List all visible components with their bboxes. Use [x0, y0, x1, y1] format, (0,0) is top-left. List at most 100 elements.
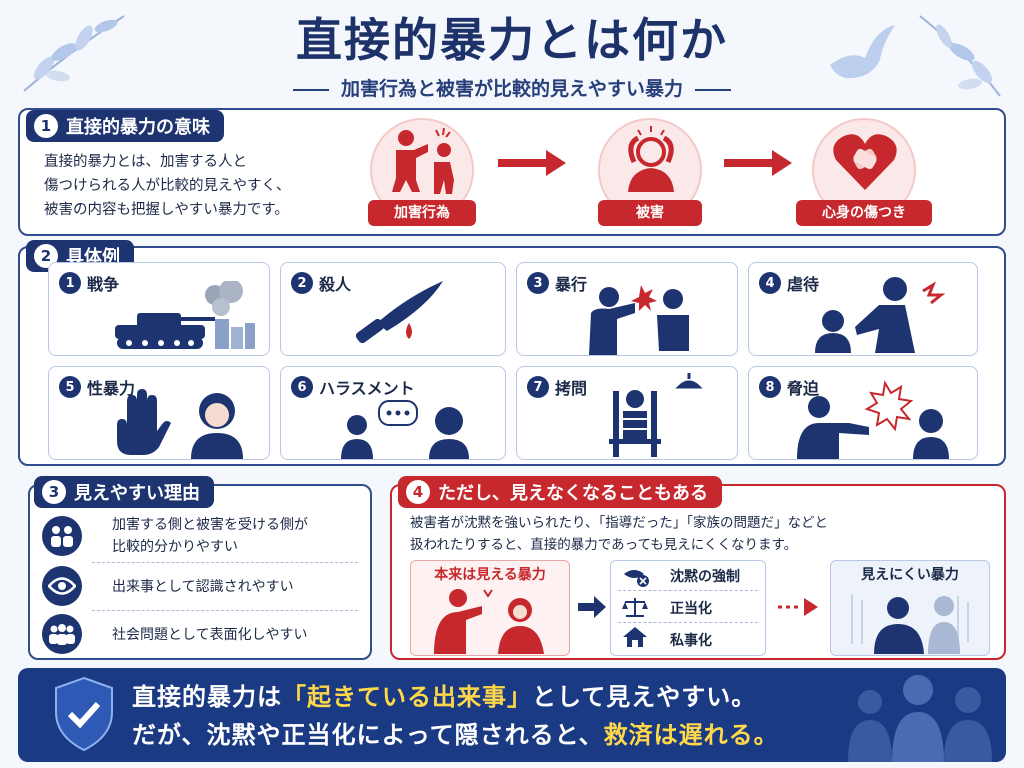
conclusion-part: として見えやすい。 — [532, 683, 757, 711]
section1-heading: 直接的暴力の意味 — [66, 117, 210, 138]
arrow-right-icon — [578, 596, 606, 618]
arrow-right-icon — [498, 150, 566, 176]
flow-tag-hurt: 心身の傷つき — [796, 200, 932, 226]
stop-hand-woman-icon — [117, 389, 243, 459]
section1-description: 直接的暴力とは、加害する人と 傷つけられる人が比較的見えやすく、 被害の内容も把… — [44, 150, 291, 222]
example-number: 7 — [527, 376, 549, 398]
section4-header: 4 ただし、見えなくなることもある — [398, 476, 722, 508]
example-label: 8 脅迫 — [759, 375, 819, 399]
reason-text: 比較的分かりやすい — [112, 539, 238, 555]
tank-icon — [115, 281, 255, 349]
subtitle-line-right — [695, 88, 731, 91]
section4-desc-line: 被害者が沈黙を強いられたり、「指導だった」「家族の問題だ」などと — [410, 515, 828, 531]
people-silhouette-icon — [848, 675, 992, 762]
threat-icon — [797, 380, 949, 459]
example-card-threat: 8 脅迫 — [748, 366, 978, 460]
example-name: 拷問 — [555, 379, 588, 398]
factor-silence: 沈黙の強制 — [670, 569, 740, 585]
section1-header: 1 直接的暴力の意味 — [26, 110, 224, 142]
example-number: 6 — [291, 376, 313, 398]
example-number: 5 — [59, 376, 81, 398]
page-subtitle: 加害行為と被害が比較的見えやすい暴力 — [0, 74, 1024, 101]
factor-divider — [618, 622, 758, 623]
example-label: 5 性暴力 — [59, 375, 135, 399]
section3-heading: 見えやすい理由 — [74, 483, 200, 504]
subtitle-text: 加害行為と被害が比較的見えやすい暴力 — [340, 78, 683, 100]
dove-icon — [830, 25, 895, 79]
conclusion-banner — [18, 668, 1006, 762]
example-name: 殺人 — [319, 275, 352, 294]
example-name: 戦争 — [87, 275, 120, 294]
assault-icon — [392, 127, 454, 194]
factor-privatization: 私事化 — [670, 633, 712, 649]
visible-violence-label: 本来は見える暴力 — [434, 567, 546, 583]
page-title: 直接的暴力とは何か — [296, 13, 728, 67]
silenced-mouth-icon — [624, 570, 649, 587]
house-icon — [623, 627, 647, 647]
example-label: 1 戦争 — [59, 271, 119, 295]
section3-number: 3 — [42, 480, 66, 504]
example-label: 3 暴行 — [527, 271, 587, 295]
example-card-war: 1 戦争 — [48, 262, 270, 356]
conclusion-line-1: 直接的暴力は「起きている出来事」として見えやすい。 — [132, 678, 842, 716]
reason-3: 社会問題として表面化しやすい — [112, 627, 308, 643]
scales-icon — [622, 598, 648, 617]
example-name: 性暴力 — [87, 379, 136, 398]
example-name: 暴行 — [555, 275, 588, 294]
example-card-murder: 2 殺人 — [280, 262, 506, 356]
example-label: 2 殺人 — [291, 271, 351, 295]
fight-icon — [589, 285, 689, 355]
hidden-violence-icon — [851, 594, 969, 654]
reason-text: 加害する側と被害を受ける側が — [112, 517, 308, 533]
reason-divider — [92, 610, 358, 611]
flow-tag-damage: 被害 — [598, 200, 702, 226]
victim-distress-icon — [628, 126, 674, 192]
example-label: 6 ハラスメント — [291, 375, 415, 399]
section1-desc-line: 直接的暴力とは、加害する人と — [44, 154, 247, 170]
section4-heading: ただし、見えなくなることもある — [438, 483, 708, 504]
example-name: ハラスメント — [319, 379, 415, 398]
example-card-sexual-violence: 5 性暴力 — [48, 366, 270, 460]
group-people-icon — [42, 614, 82, 654]
people-pair-icon — [42, 516, 82, 556]
conclusion-highlight: 救済は遅れる。 — [603, 721, 779, 749]
example-number: 3 — [527, 272, 549, 294]
example-name: 脅迫 — [787, 379, 820, 398]
shield-check-icon — [55, 676, 113, 752]
leaf-decoration-right-icon — [919, 15, 1001, 97]
conclusion-line-2: だが、沈黙や正当化によって隠されると、救済は遅れる。 — [132, 716, 842, 754]
eye-icon — [42, 566, 82, 606]
arrow-right-icon — [724, 150, 792, 176]
abuse-icon — [815, 277, 946, 353]
example-label: 7 拷問 — [527, 375, 587, 399]
example-card-harassment: 6 ハラスメント — [280, 366, 506, 460]
example-name: 虐待 — [787, 275, 820, 294]
example-number: 2 — [291, 272, 313, 294]
conclusion-part: 直接的暴力は — [132, 683, 282, 711]
example-number: 1 — [59, 272, 81, 294]
section4-desc-line: 扱われたりすると、直接的暴力であっても見えにくくなります。 — [410, 537, 798, 553]
conclusion-text: 直接的暴力は「起きている出来事」として見えやすい。 だが、沈黙や正当化によって隠… — [132, 678, 842, 754]
knife-icon — [355, 281, 443, 344]
hidden-violence-label: 見えにくい暴力 — [861, 567, 959, 583]
section1-number: 1 — [34, 114, 58, 138]
example-number: 8 — [759, 376, 781, 398]
torture-chair-icon — [609, 373, 703, 457]
conclusion-highlight: 「起きている出来事」 — [282, 683, 532, 711]
example-card-torture: 7 拷問 — [516, 366, 738, 460]
section1-desc-line: 被害の内容も把握しやすい暴力です。 — [44, 202, 289, 218]
section3-panel — [28, 484, 372, 660]
flow-tag-assault: 加害行為 — [368, 200, 476, 226]
section1-desc-line: 傷つけられる人が比較的見えやすく、 — [44, 178, 291, 194]
dotted-arrow-right-icon — [778, 598, 818, 616]
reason-divider — [92, 562, 358, 563]
factor-divider — [618, 590, 758, 591]
reason-1: 加害する側と被害を受ける側が 比較的分かりやすい — [112, 514, 308, 558]
example-card-assault: 3 暴行 — [516, 262, 738, 356]
harassment-icon — [341, 400, 469, 459]
factor-justification: 正当化 — [670, 601, 712, 617]
section4-description: 被害者が沈黙を強いられたり、「指導だった」「家族の問題だ」などと 扱われたりする… — [410, 512, 828, 556]
leaf-decoration-left-icon — [23, 15, 125, 92]
